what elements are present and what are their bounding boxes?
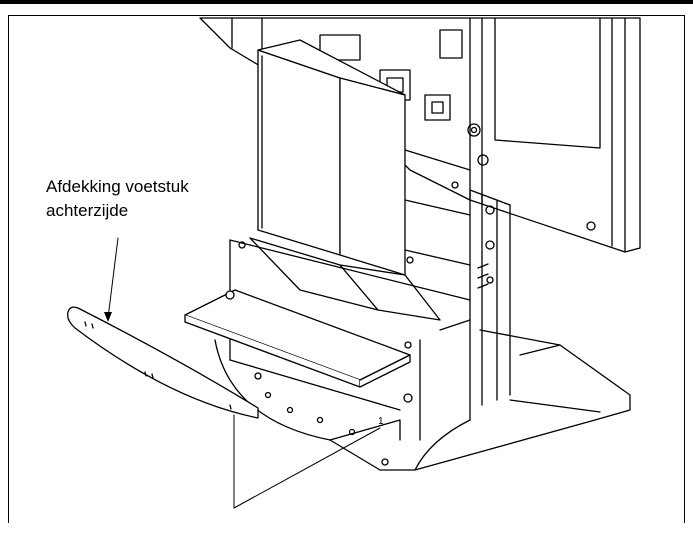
stand-column: [469, 189, 511, 421]
shelf-plate: [184, 289, 413, 403]
marker-number: 1: [378, 416, 384, 427]
marker-leader-right: [233, 427, 381, 509]
rear-cover-part: [67, 306, 259, 419]
top-rule: [0, 0, 693, 4]
leader-lines: [107, 237, 381, 509]
illustration-frame: [8, 15, 685, 523]
callout-label: Afdekking voetstuk achterzijde: [46, 175, 189, 223]
callout-label-line2: achterzijde: [46, 201, 129, 220]
callout-leader-line: [107, 237, 119, 319]
callout-label-line1: Afdekking voetstuk: [46, 177, 189, 196]
internal-frame: [229, 149, 471, 441]
pedestal-base: [214, 329, 631, 471]
cover-box: [249, 39, 441, 321]
callout-arrowhead: [104, 312, 112, 322]
